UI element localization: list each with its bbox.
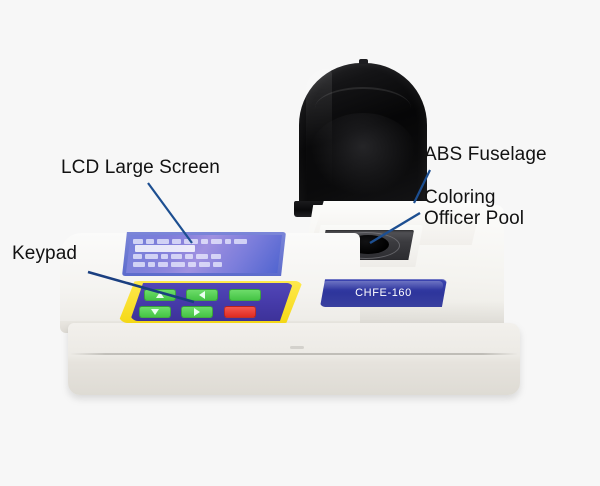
lcd-selected-row xyxy=(135,245,195,252)
chassis-seam-line xyxy=(70,353,518,355)
arrow-up-key[interactable] xyxy=(144,289,176,301)
arrow-down-key[interactable] xyxy=(139,306,171,318)
arrow-right-key[interactable] xyxy=(181,306,213,318)
annotation-label-coloring-officer-pool: Coloring Officer Pool xyxy=(424,187,525,230)
arrow-right-icon xyxy=(194,308,200,316)
chassis-marking xyxy=(290,346,304,349)
enter-key[interactable] xyxy=(224,306,256,318)
lid-inner-shading xyxy=(309,113,417,197)
instrument-body: CHFE-160 xyxy=(60,59,530,395)
arrow-up-icon xyxy=(156,292,164,298)
lid-hinge-nub xyxy=(359,59,368,64)
annotation-label-lcd-large-screen: LCD Large Screen xyxy=(61,157,220,178)
model-badge: CHFE-160 xyxy=(320,279,447,307)
chassis-front-face xyxy=(68,323,520,395)
arrow-left-key[interactable] xyxy=(186,289,218,301)
blank-key[interactable] xyxy=(229,289,261,301)
model-badge-gloss xyxy=(323,281,443,290)
arrow-left-icon xyxy=(199,291,205,299)
lcd-screen[interactable] xyxy=(126,235,282,273)
annotation-label-abs-fuselage: ABS Fuselage xyxy=(424,144,547,165)
lid-arch-highlight xyxy=(315,87,411,129)
model-badge-text: CHFE-160 xyxy=(355,287,412,299)
arrow-down-icon xyxy=(151,309,159,315)
annotation-label-keypad: Keypad xyxy=(12,243,78,264)
